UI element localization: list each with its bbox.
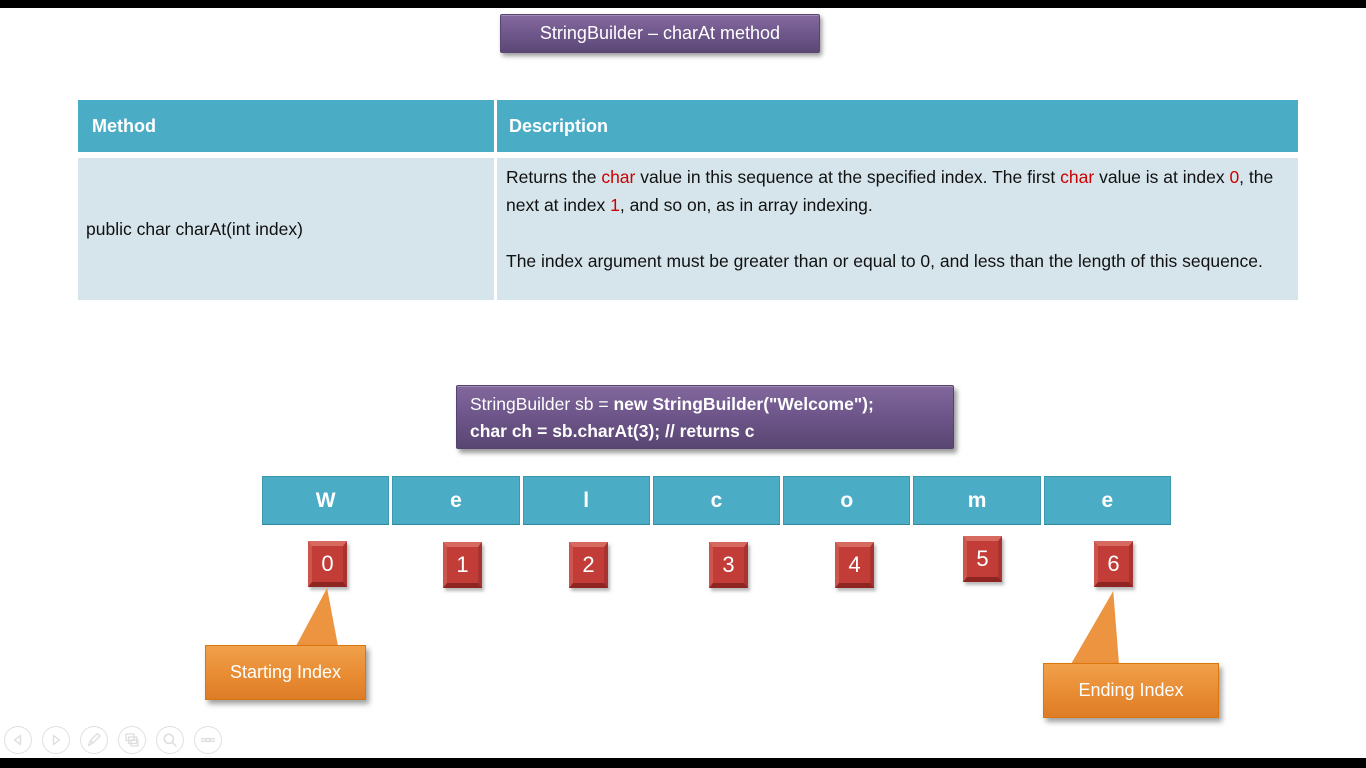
slide-title-banner: StringBuilder – charAt method: [500, 14, 820, 53]
ending-index-callout: Ending Index: [1043, 663, 1219, 718]
index-box-1: 1: [443, 542, 482, 588]
starting-index-callout: Starting Index: [205, 645, 366, 700]
slideshow-controls: [4, 726, 222, 754]
letterbox-top: [0, 0, 1366, 8]
index-box-5: 5: [963, 536, 1002, 582]
see-all-slides-button[interactable]: [118, 726, 146, 754]
previous-slide-button[interactable]: [4, 726, 32, 754]
starting-index-pointer: [296, 588, 338, 646]
method-table: Method Description public char charAt(in…: [78, 100, 1298, 300]
table-header-method: Method: [78, 100, 497, 152]
description-cell: Returns the char value in this sequence …: [497, 158, 1298, 300]
code-snippet-box: StringBuilder sb = new StringBuilder("We…: [456, 385, 954, 449]
slides-icon: [118, 726, 146, 754]
description-paragraph-1: Returns the char value in this sequence …: [506, 167, 1274, 215]
char-cell-2: l: [522, 476, 650, 525]
char-cell-6: e: [1043, 476, 1171, 525]
description-paragraph-2: The index argument must be greater than …: [506, 251, 1263, 271]
keyword-char: char: [1060, 167, 1095, 187]
index-box-0: 0: [308, 541, 347, 587]
char-cell-0: W: [262, 476, 390, 525]
index-box-6: 6: [1094, 541, 1133, 587]
code-line-2: char ch = sb.charAt(3); // returns c: [470, 421, 755, 441]
char-cell-4: o: [783, 476, 911, 525]
slide-title: StringBuilder – charAt method: [539, 23, 781, 43]
zoom-slide-button[interactable]: [156, 726, 184, 754]
keyword-char: char: [601, 167, 636, 187]
next-slide-button[interactable]: [42, 726, 70, 754]
ending-index-pointer: [1071, 591, 1119, 664]
previous-icon: [4, 726, 32, 754]
letterbox-bottom: [0, 758, 1366, 768]
char-cell-3: c: [652, 476, 781, 525]
magnifier-icon: [156, 726, 184, 754]
method-signature-cell: public char charAt(int index): [78, 158, 497, 300]
index-box-3: 3: [709, 542, 748, 588]
char-cell-5: m: [913, 476, 1041, 525]
table-header-row: Method Description: [78, 100, 1298, 152]
index-box-2: 2: [569, 542, 608, 588]
char-cell-1: e: [392, 476, 520, 525]
more-options-button[interactable]: [194, 726, 222, 754]
pen-icon: [80, 726, 108, 754]
ellipsis-icon: [194, 726, 222, 754]
pen-annotate-button[interactable]: [80, 726, 108, 754]
table-data-row: public char charAt(int index) Returns th…: [78, 158, 1298, 300]
welcome-char-array: W e l c o m e: [262, 476, 1171, 525]
index-box-4: 4: [835, 542, 874, 588]
table-header-description: Description: [509, 115, 609, 136]
code-line-1: StringBuilder sb = new StringBuilder("We…: [470, 394, 874, 414]
index-zero: 0: [1229, 167, 1240, 187]
next-icon: [42, 726, 70, 754]
index-one: 1: [610, 195, 620, 215]
